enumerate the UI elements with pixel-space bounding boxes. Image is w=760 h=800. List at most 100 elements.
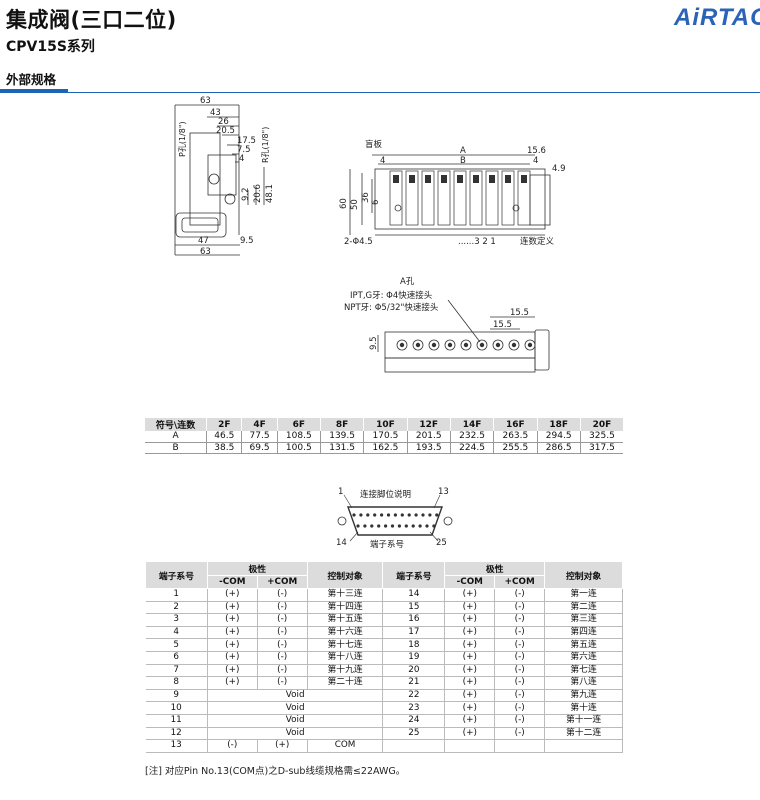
plus-com-value: (-) [494,638,546,652]
spec-header-cell: 14F [450,418,495,431]
terminal-number-label: 端子系号 [370,539,404,550]
dim-text: 4 [380,156,385,166]
connector-pin [397,524,401,528]
quick-fitting [508,339,520,351]
a-hole-label: A孔 [400,277,415,287]
valve-station [389,170,403,226]
control-target: 第二十连 [307,676,384,690]
connector-pin [404,524,408,528]
connector-pin [428,513,432,517]
void-cell: Void [207,714,384,728]
section-heading: 外部规格 [6,72,57,87]
valve-station [501,170,515,226]
spec-header-cell: 6F [277,418,321,431]
dim-text: 4 [239,154,244,164]
spec-cell: B [145,442,208,454]
connector-pin [363,524,367,528]
spec-header-cell: 8F [320,418,365,431]
fitting-bore [511,342,517,348]
fitting-bore [527,342,533,348]
blind-plate-label: 盲板 [365,139,383,150]
fitting-bore [479,342,485,348]
pin13-label: 13 [438,487,449,497]
pin1-label: 1 [338,487,343,497]
station-definition-label: 连数定义 [520,236,555,247]
connector-pin [359,513,363,517]
terminal-number: 23 [382,701,446,715]
spec-cell: 263.5 [493,431,538,443]
spec-header-cell: 符号\连数 [145,418,208,431]
connector-pin [377,524,381,528]
control-target: 第十二连 [544,727,623,741]
dim-text: 4.9 [552,164,566,174]
terminal-number: 7 [145,664,208,678]
plus-com-value: (-) [257,588,308,602]
terminal-number: 12 [145,727,208,741]
spec-header-cell: 20F [580,418,623,431]
control-target: 第五连 [544,638,623,652]
col-terminal: 端子系号 [145,561,208,589]
valve-stations [389,170,531,226]
dim-text: 50 [350,199,360,210]
quick-fitting [476,339,488,351]
terminal-number: 9 [145,689,208,703]
connector-pin [356,524,360,528]
control-target: 第十一连 [544,714,623,728]
quick-fitting [396,339,408,351]
control-target: 第十五连 [307,613,384,627]
valve-station [485,170,499,226]
section-divider [68,92,760,93]
fitting-bore [447,342,453,348]
control-target: 第六连 [544,651,623,665]
control-target: 第十四连 [307,601,384,615]
minus-com-value: (+) [444,664,496,678]
quick-fitting [492,339,504,351]
plus-com-value: (-) [494,588,546,602]
empty-cell [494,739,546,753]
solenoid-coil [457,175,463,183]
control-target: 第十六连 [307,626,384,640]
valve-station [469,170,483,226]
terminal-number: 6 [145,651,208,665]
terminal-number: 10 [145,701,208,715]
connector-title: 连接脚位说明 [360,489,411,500]
terminal-number: 15 [382,601,446,615]
spec-cell: 325.5 [580,431,623,443]
minus-com-value: (-) [207,739,258,753]
terminal-number: 2 [145,601,208,615]
quick-fitting [428,339,440,351]
spec-cell: 100.5 [277,442,321,454]
section-accent-bar [0,89,68,93]
minus-com-value: (+) [444,701,496,715]
minus-com-value: (+) [207,613,258,627]
solenoid-coil [489,175,495,183]
dim-text: 43 [210,108,221,118]
spec-header-cell: 4F [241,418,278,431]
dim-text: 17.5 [237,136,256,146]
spec-cell: 286.5 [537,442,581,454]
terminal-number: 13 [145,739,208,753]
terminal-number: 5 [145,638,208,652]
terminal-number: 24 [382,714,446,728]
solenoid-coil [521,175,527,183]
col-target: 控制对象 [306,561,384,589]
connector-pin [393,513,397,517]
plus-com-value: (-) [494,601,546,615]
connector-pin [352,513,356,517]
dim-text: 63 [200,247,211,257]
minus-com-value: (+) [207,626,258,640]
plus-com-value: (-) [494,613,546,627]
spec-header-cell: 10F [363,418,408,431]
minus-com-value: (+) [444,676,496,690]
quick-fittings [396,339,536,351]
control-target: 第四连 [544,626,623,640]
plus-com-value: (-) [494,664,546,678]
col-minus-com: -COM [444,575,496,589]
